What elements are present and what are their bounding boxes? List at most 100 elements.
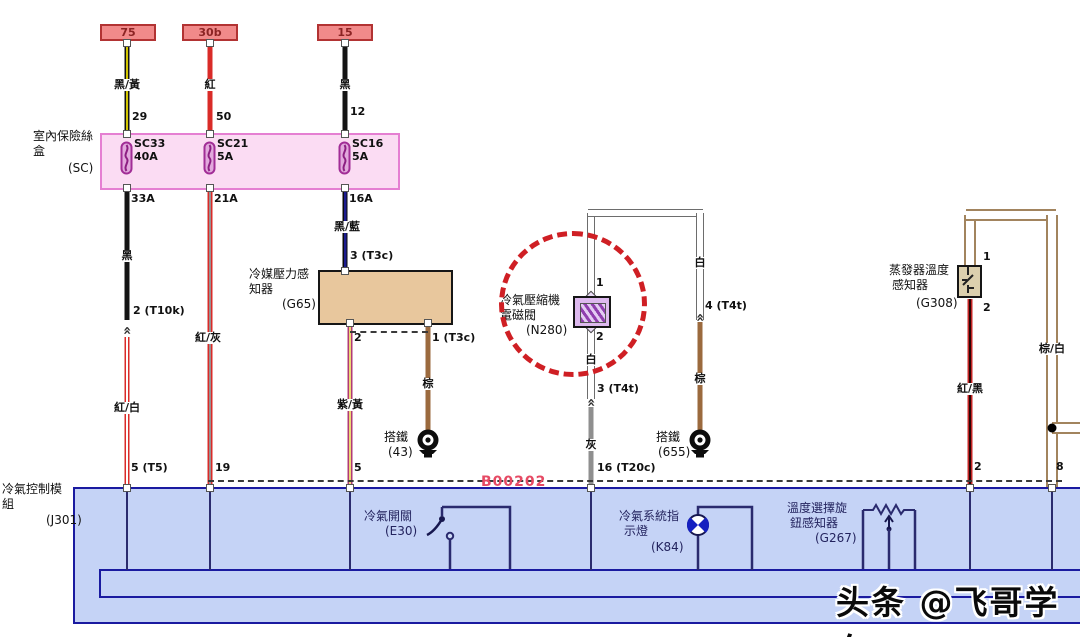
wire-color-label: 黑 xyxy=(120,249,134,262)
pin-square xyxy=(341,39,349,47)
fuse-out-16a: 16A xyxy=(349,192,373,205)
wire-color-label: 棕 xyxy=(693,372,707,385)
wire-color-label: 紅 xyxy=(203,78,217,91)
module-trace xyxy=(209,489,211,570)
wire-color-label: 黑/黃 xyxy=(112,78,142,91)
g308-pin2: 2 xyxy=(983,301,991,314)
wire-brown-white-branch xyxy=(1052,422,1080,434)
terminal-30b: 30b xyxy=(182,24,238,41)
fusebox-name: 室內保險絲 xyxy=(33,129,94,143)
ground-655-icon xyxy=(689,429,711,458)
g65-internal-dashed-line xyxy=(350,331,428,333)
k84-name: 冷氣系統指 xyxy=(619,509,680,523)
wire-color-label: 紅/白 xyxy=(112,401,142,414)
fuse-id: SC16 xyxy=(352,137,384,150)
watermark: 头条 @飞哥学车 xyxy=(836,583,1060,637)
fuse-out-33a: 33A xyxy=(131,192,155,205)
ground-655-name: 搭鐵 xyxy=(656,430,681,444)
dtc-code: B00202 xyxy=(481,474,547,490)
j301-bus-bar xyxy=(99,569,1080,598)
wire-color-label: 灰 xyxy=(584,438,598,451)
module-trace xyxy=(969,489,971,570)
k84-code: (K84) xyxy=(651,540,684,554)
k84-name2: 示燈 xyxy=(624,524,649,538)
solenoid-coil-icon xyxy=(580,303,606,323)
pin-label-29: 29 xyxy=(132,110,148,123)
ac-switch-icon xyxy=(426,505,512,569)
j301-name: 冷氣控制模 xyxy=(2,482,63,496)
module-pin-19: 19 xyxy=(215,461,231,474)
g267-code: (G267) xyxy=(815,531,857,545)
module-pin-square xyxy=(206,484,214,492)
connector-3t4t: 3 (T4t) xyxy=(597,382,639,395)
inline-connector-icon: « xyxy=(119,325,135,335)
indicator-lamp-icon xyxy=(686,505,754,570)
ground-655-code: (655) xyxy=(658,445,691,459)
j301-name2: 組 xyxy=(2,497,15,511)
potentiometer-icon xyxy=(861,502,917,569)
fusebox-name2: 盒 xyxy=(33,144,46,158)
pin-square xyxy=(123,130,131,138)
fuse-sc33-icon xyxy=(120,141,133,175)
pin-square xyxy=(123,39,131,47)
g308-pin1: 1 xyxy=(983,250,991,263)
module-pin-square xyxy=(1048,484,1056,492)
pin-square xyxy=(123,184,131,192)
module-pin-5t5: 5 (T5) xyxy=(131,461,168,474)
wire-junction-dot xyxy=(1047,423,1057,433)
module-boundary-dashed-line xyxy=(208,480,1062,482)
fuse-sc16-icon xyxy=(338,141,351,175)
module-trace xyxy=(126,489,128,570)
module-trace xyxy=(1051,489,1053,570)
wire-brown-white-top xyxy=(966,209,1056,221)
ground-43-name: 搭鐵 xyxy=(384,430,409,444)
pin-square xyxy=(341,184,349,192)
g65-box xyxy=(318,270,453,325)
fusebox-code: (SC) xyxy=(68,161,94,175)
pin-square xyxy=(346,319,354,327)
ground-43-icon xyxy=(417,429,439,458)
ground-43-code: (43) xyxy=(388,445,413,459)
pin-label-50: 50 xyxy=(216,110,232,123)
pin-square xyxy=(341,130,349,138)
wire-color-label: 紫/黃 xyxy=(335,398,365,411)
module-pin-square xyxy=(123,484,131,492)
fuse-sc21-icon xyxy=(203,141,216,175)
g308-name: 蒸發器溫度 xyxy=(889,263,950,277)
module-pin-square xyxy=(966,484,974,492)
module-trace xyxy=(590,489,592,570)
fuse-id: SC33 xyxy=(134,137,166,150)
g267-name2: 鈕感知器 xyxy=(790,516,839,530)
inline-connector-icon: « xyxy=(583,397,599,407)
pin-square xyxy=(424,319,432,327)
fuse-amp: 5A xyxy=(217,150,234,163)
module-pin-square xyxy=(346,484,354,492)
g267-name: 溫度選擇旋 xyxy=(787,501,848,515)
wire-color-label: 紅/灰 xyxy=(193,331,223,344)
g308-code: (G308) xyxy=(916,296,958,310)
connector-t10k: 2 (T10k) xyxy=(133,304,185,317)
module-pin-square xyxy=(587,484,595,492)
wire-color-label: 紅/黑 xyxy=(955,382,985,395)
inline-connector-icon: « xyxy=(692,312,708,322)
wire-color-label: 棕/白 xyxy=(1037,342,1067,355)
wire-color-label: 黑 xyxy=(338,78,352,91)
wire-brown-white-left xyxy=(964,215,976,266)
pin-square xyxy=(206,39,214,47)
g65-name: 冷媒壓力感 xyxy=(249,267,310,281)
wire-color-label: 黑/藍 xyxy=(332,220,362,233)
thermistor-icon xyxy=(962,267,974,293)
g308-name2: 感知器 xyxy=(892,278,929,292)
g65-pin1: 1 (T3c) xyxy=(432,331,476,344)
pin-square xyxy=(206,130,214,138)
e30-code: (E30) xyxy=(385,524,418,538)
pin-square xyxy=(341,267,349,275)
fuse-out-21a: 21A xyxy=(214,192,238,205)
g65-pin2: 2 xyxy=(354,331,362,344)
wire-color-label: 棕 xyxy=(421,377,435,390)
fault-highlight-circle xyxy=(499,231,647,377)
j301-code: (J301) xyxy=(46,513,82,527)
pin-square xyxy=(206,184,214,192)
wire-white-top xyxy=(588,209,703,217)
